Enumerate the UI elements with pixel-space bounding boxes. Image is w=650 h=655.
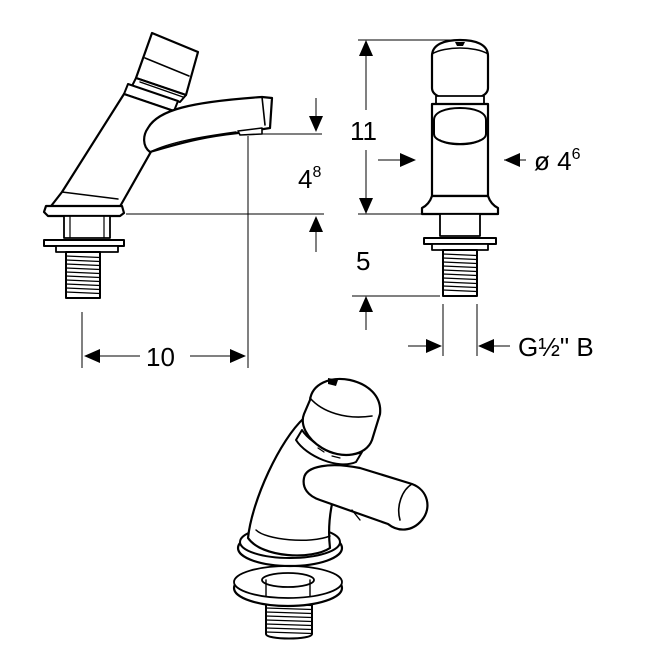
thread-line	[65, 291, 101, 295]
thread-line	[265, 611, 313, 615]
persp-push-button	[301, 377, 382, 456]
thread-line	[65, 279, 101, 283]
thread-line	[442, 269, 478, 273]
thread-line	[65, 267, 101, 271]
thread-line	[265, 627, 313, 631]
thread-line	[265, 631, 313, 635]
dim-reach: 10	[146, 342, 175, 372]
front-base-flange	[420, 194, 500, 216]
side-base-flange	[42, 204, 126, 218]
thread-line	[442, 289, 478, 293]
side-dimensions: 48 10	[81, 98, 324, 372]
thread-line	[265, 619, 313, 623]
side-spout	[143, 95, 274, 154]
thread-line	[265, 615, 313, 619]
persp-spout	[302, 464, 429, 531]
side-view	[42, 31, 274, 299]
side-washer	[43, 239, 125, 247]
thread-line	[442, 253, 478, 257]
thread-line	[442, 273, 478, 277]
dim-thread-spec: G½" B	[518, 332, 594, 362]
front-thread	[442, 249, 478, 297]
thread-line	[65, 255, 101, 259]
thread-line	[442, 257, 478, 261]
thread-line	[65, 263, 101, 267]
front-spout	[433, 107, 487, 145]
thread-line	[65, 287, 101, 291]
thread-line	[442, 277, 478, 281]
thread-line	[442, 261, 478, 265]
thread-line	[65, 283, 101, 287]
front-push-button	[430, 38, 490, 102]
dim-spout-height: 48	[298, 164, 321, 194]
dim-thread-length: 5	[356, 246, 370, 276]
side-push-button	[131, 31, 200, 103]
thread-line	[65, 275, 101, 279]
side-thread	[65, 251, 101, 299]
thread-line	[265, 607, 313, 611]
front-view	[420, 38, 500, 297]
front-dimensions: 11 ø 46 5 G½" B	[350, 39, 594, 362]
thread-line	[442, 281, 478, 285]
thread-line	[265, 623, 313, 627]
thread-line	[65, 271, 101, 275]
perspective-view	[232, 377, 429, 640]
thread-line	[442, 285, 478, 289]
persp-washer	[232, 565, 344, 608]
dim-diameter: ø 46	[534, 146, 581, 176]
thread-line	[65, 259, 101, 263]
dim-total-height: 11	[350, 116, 377, 146]
thread-line	[442, 265, 478, 269]
